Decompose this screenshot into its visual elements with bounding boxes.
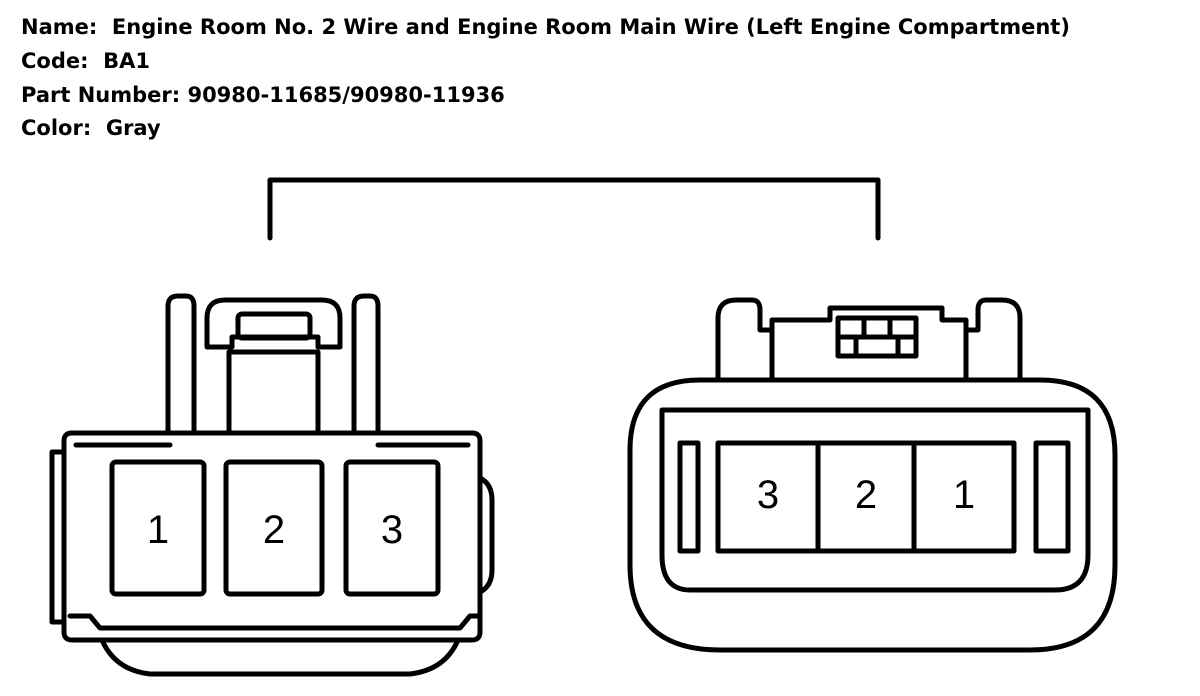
color-value: Gray — [105, 116, 161, 140]
right-connector-right-guide — [1033, 440, 1071, 554]
right-pin-label-2: 2 — [855, 473, 877, 517]
code-line: Code: BA1 — [21, 48, 150, 74]
right-connector-top-cover-right — [963, 297, 1023, 383]
left-pin-1-cavity — [109, 459, 207, 597]
code-label: Code: — [21, 49, 89, 73]
right-pin-label-3: 3 — [757, 473, 779, 517]
color-line: Color: Gray — [21, 115, 161, 141]
right-pin-label-1: 1 — [953, 473, 975, 517]
left-pin-label-3: 3 — [381, 508, 403, 552]
right-pin-1-cavity — [911, 440, 1017, 554]
right-connector-top-cover — [715, 297, 775, 383]
left-connector-right-lug — [477, 475, 495, 595]
left-connector-inner-ledge — [67, 613, 483, 631]
left-pin-label-2: 2 — [263, 508, 285, 552]
left-connector-bottom-skirt — [99, 637, 461, 677]
left-pin-2-cavity — [223, 459, 325, 597]
left-connector-lock-tab — [204, 297, 343, 350]
left-connector — [49, 293, 495, 677]
part-number-line: Part Number: 90980-11685/90980-11936 — [21, 82, 505, 108]
left-connector-lock-rib — [226, 349, 321, 436]
connector-pair-bracket — [267, 177, 881, 241]
right-connector-body — [627, 377, 1118, 653]
left-connector-side-lug — [49, 449, 67, 625]
color-label: Color: — [21, 116, 92, 140]
left-pin-label-1: 1 — [147, 508, 169, 552]
part-number-value: 90980-11685/90980-11936 — [187, 83, 505, 107]
name-value: Engine Room No. 2 Wire and Engine Room M… — [111, 15, 1070, 39]
code-value: BA1 — [103, 49, 151, 73]
part-number-label: Part Number: — [21, 83, 181, 107]
left-connector-right-latch-post — [351, 293, 381, 436]
name-label: Name: — [21, 15, 98, 39]
left-pin-3-cavity — [343, 459, 441, 597]
right-connector — [627, 297, 1118, 653]
right-connector-inner-outline — [659, 407, 1091, 593]
left-connector-lock-window — [235, 311, 313, 341]
right-connector-left-guide — [677, 440, 701, 554]
left-connector-body — [61, 430, 483, 643]
name-line: Name: Engine Room No. 2 Wire and Engine … — [21, 14, 1070, 40]
right-connector-center-lock — [769, 305, 969, 383]
left-connector-left-latch-post — [165, 293, 197, 436]
